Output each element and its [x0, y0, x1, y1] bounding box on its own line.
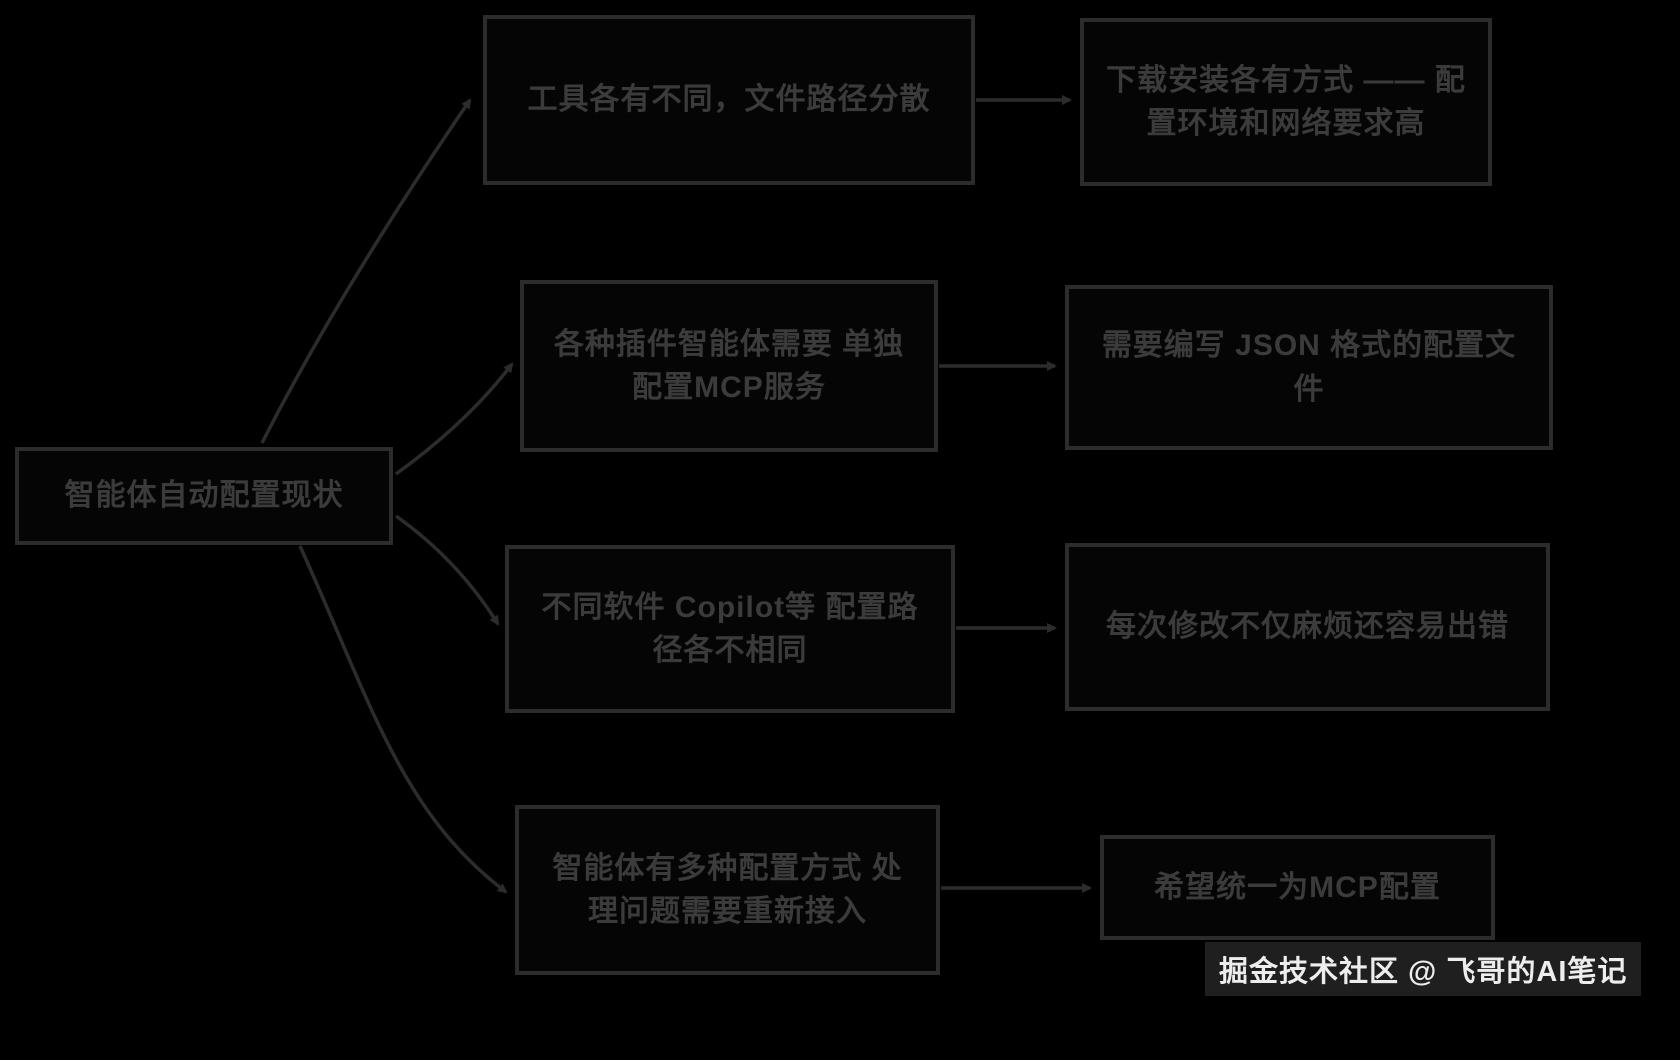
watermark-text: 掘金技术社区 @ 飞哥的AI笔记: [1205, 942, 1642, 996]
result-node-1: 下载安装各有方式 —— 配置环境和网络要求高: [1080, 18, 1492, 186]
connector-root-to-branch1: [260, 98, 472, 444]
connector-root-to-branch4: [298, 545, 508, 894]
branch-node-1: 工具各有不同，文件路径分散: [483, 15, 975, 185]
connector-root-to-branch3: [394, 514, 500, 626]
result-node-3: 每次修改不仅麻烦还容易出错: [1065, 543, 1550, 711]
result-node-4: 希望统一为MCP配置: [1100, 835, 1495, 940]
result-node-2: 需要编写 JSON 格式的配置文件: [1065, 285, 1553, 450]
root-node: 智能体自动配置现状: [15, 447, 393, 545]
connector-root-to-branch2: [394, 362, 514, 476]
branch-node-3: 不同软件 Copilot等 配置路径各不相同: [505, 545, 955, 713]
branch-node-4: 智能体有多种配置方式 处理问题需要重新接入: [515, 805, 940, 975]
branch-node-2: 各种插件智能体需要 单独配置MCP服务: [520, 280, 938, 452]
